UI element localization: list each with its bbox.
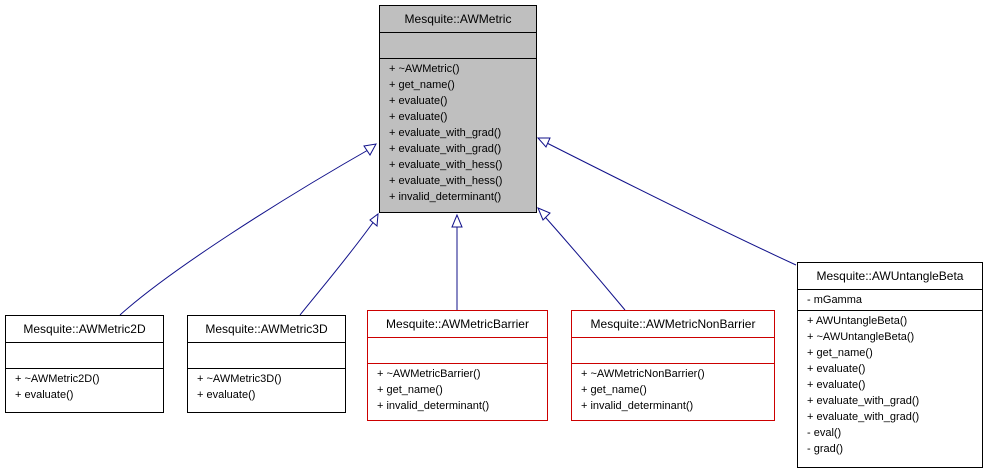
method: + get_name() — [581, 384, 647, 396]
method: + invalid_determinant() — [389, 191, 502, 203]
attributes-section — [368, 337, 547, 363]
class-name: Mesquite::AWUntangleBeta — [816, 269, 964, 283]
arrowhead-awmetric3d — [369, 212, 379, 228]
method: + ~AWMetric() — [389, 63, 460, 75]
class-box-awmetric2d[interactable]: Mesquite::AWMetric2D + ~AWMetric2D() + e… — [5, 315, 164, 413]
methods-section: + AWUntangleBeta() + ~AWUntangleBeta() +… — [798, 310, 982, 459]
attributes-section: - mGamma — [798, 289, 982, 310]
edge-awmetric3d — [299, 216, 378, 316]
method: + evaluate() — [389, 111, 448, 123]
method: + evaluate_with_grad() — [807, 395, 920, 407]
arrowhead-awmetricnonbarrier — [537, 207, 551, 221]
method: - eval() — [807, 427, 842, 439]
attributes-section — [380, 32, 536, 58]
method: + evaluate() — [807, 363, 866, 375]
attributes-section — [572, 337, 774, 363]
attribute: - mGamma — [807, 294, 862, 306]
arrowhead-awuntanglebeta — [536, 137, 551, 148]
arrowhead-awmetricbarrier — [451, 213, 463, 228]
method: + ~AWMetricBarrier() — [377, 368, 481, 380]
method: + evaluate_with_grad() — [389, 127, 502, 139]
method: + evaluate_with_hess() — [389, 159, 503, 171]
method: + evaluate_with_grad() — [389, 143, 502, 155]
method: + ~AWMetric2D() — [15, 373, 100, 385]
method: + ~AWMetric3D() — [197, 373, 282, 385]
method: + evaluate() — [197, 389, 256, 401]
methods-section: + ~AWMetricBarrier() + get_name() + inva… — [368, 363, 547, 416]
methods-section: + ~AWMetric2D() + evaluate() — [6, 368, 163, 405]
class-name: Mesquite::AWMetric3D — [205, 322, 328, 336]
class-box-awuntanglebeta[interactable]: Mesquite::AWUntangleBeta - mGamma + AWUn… — [797, 262, 983, 468]
methods-section: + ~AWMetricNonBarrier() + get_name() + i… — [572, 363, 774, 416]
attributes-section — [6, 342, 163, 368]
class-box-awmetricnonbarrier[interactable]: Mesquite::AWMetricNonBarrier + ~AWMetric… — [571, 310, 775, 421]
edge-awuntanglebeta — [538, 138, 797, 266]
methods-section: + ~AWMetric3D() + evaluate() — [188, 368, 345, 405]
class-name: Mesquite::AWMetricBarrier — [386, 317, 529, 331]
attributes-section — [188, 342, 345, 368]
method: + evaluate() — [807, 379, 866, 391]
class-box-awmetricbarrier[interactable]: Mesquite::AWMetricBarrier + ~AWMetricBar… — [367, 310, 548, 421]
method: + ~AWUntangleBeta() — [807, 331, 915, 343]
class-name: Mesquite::AWMetric — [404, 12, 512, 26]
method: + get_name() — [389, 79, 455, 91]
method: + get_name() — [377, 384, 443, 396]
class-name: Mesquite::AWMetricNonBarrier — [590, 317, 756, 331]
class-box-awmetric3d[interactable]: Mesquite::AWMetric3D + ~AWMetric3D() + e… — [187, 315, 346, 413]
edge-awmetricnonbarrier — [538, 209, 626, 311]
method: + get_name() — [807, 347, 873, 359]
edge-awmetric2d — [119, 145, 376, 316]
class-name: Mesquite::AWMetric2D — [23, 322, 146, 336]
method: + evaluate_with_grad() — [807, 411, 920, 423]
method: - grad() — [807, 443, 844, 455]
method: + ~AWMetricNonBarrier() — [581, 368, 705, 380]
arrowhead-awmetric2d — [363, 143, 377, 156]
class-box-awmetric[interactable]: Mesquite::AWMetric + ~AWMetric() + get_n… — [379, 5, 537, 213]
method: + evaluate_with_hess() — [389, 175, 503, 187]
method: + evaluate() — [389, 95, 448, 107]
method: + AWUntangleBeta() — [807, 315, 908, 327]
methods-section: + ~AWMetric() + get_name() + evaluate() … — [380, 58, 536, 207]
method: + invalid_determinant() — [581, 400, 694, 412]
method: + evaluate() — [15, 389, 74, 401]
method: + invalid_determinant() — [377, 400, 490, 412]
